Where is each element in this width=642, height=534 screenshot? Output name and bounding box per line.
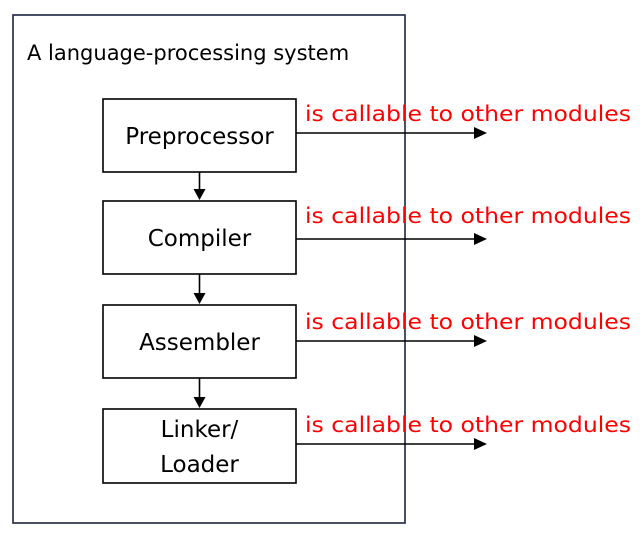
callable-arrow-linker-loader	[296, 438, 487, 450]
stage-compiler: Compiler	[102, 200, 297, 275]
system-title: A language-processing system	[27, 41, 349, 65]
flow-arrow-assembler-linker	[193, 378, 206, 408]
stage-label-linker-line-1: Linker/	[161, 417, 239, 443]
callable-label-preprocessor: is callable to other modules	[305, 102, 631, 126]
stage-box-compiler	[102, 200, 297, 275]
stage-label-linker-line-2: Loader	[160, 452, 239, 478]
callable-label-linker-loader: is callable to other modules	[305, 413, 631, 437]
callable-arrow-preprocessor	[296, 127, 487, 139]
stage-box-linker-loader	[102, 408, 297, 484]
callable-arrow-compiler	[296, 233, 487, 245]
stage-label-assembler: Assembler	[139, 330, 260, 356]
stage-preprocessor: Preprocessor	[102, 98, 297, 173]
callable-label-assembler: is callable to other modules	[305, 310, 631, 334]
stage-label-preprocessor: Preprocessor	[125, 124, 274, 150]
callable-label-compiler: is callable to other modules	[305, 204, 631, 228]
stage-assembler: Assembler	[102, 304, 297, 379]
callable-arrow-assembler	[296, 335, 487, 347]
stage-label-compiler: Compiler	[148, 226, 252, 252]
stage-box-preprocessor	[102, 98, 297, 173]
stage-linker-loader: Linker/ Loader	[102, 408, 297, 484]
flow-arrow-compiler-assembler	[193, 274, 206, 304]
flow-arrow-preprocessor-compiler	[193, 172, 206, 200]
stage-box-assembler	[102, 304, 297, 379]
